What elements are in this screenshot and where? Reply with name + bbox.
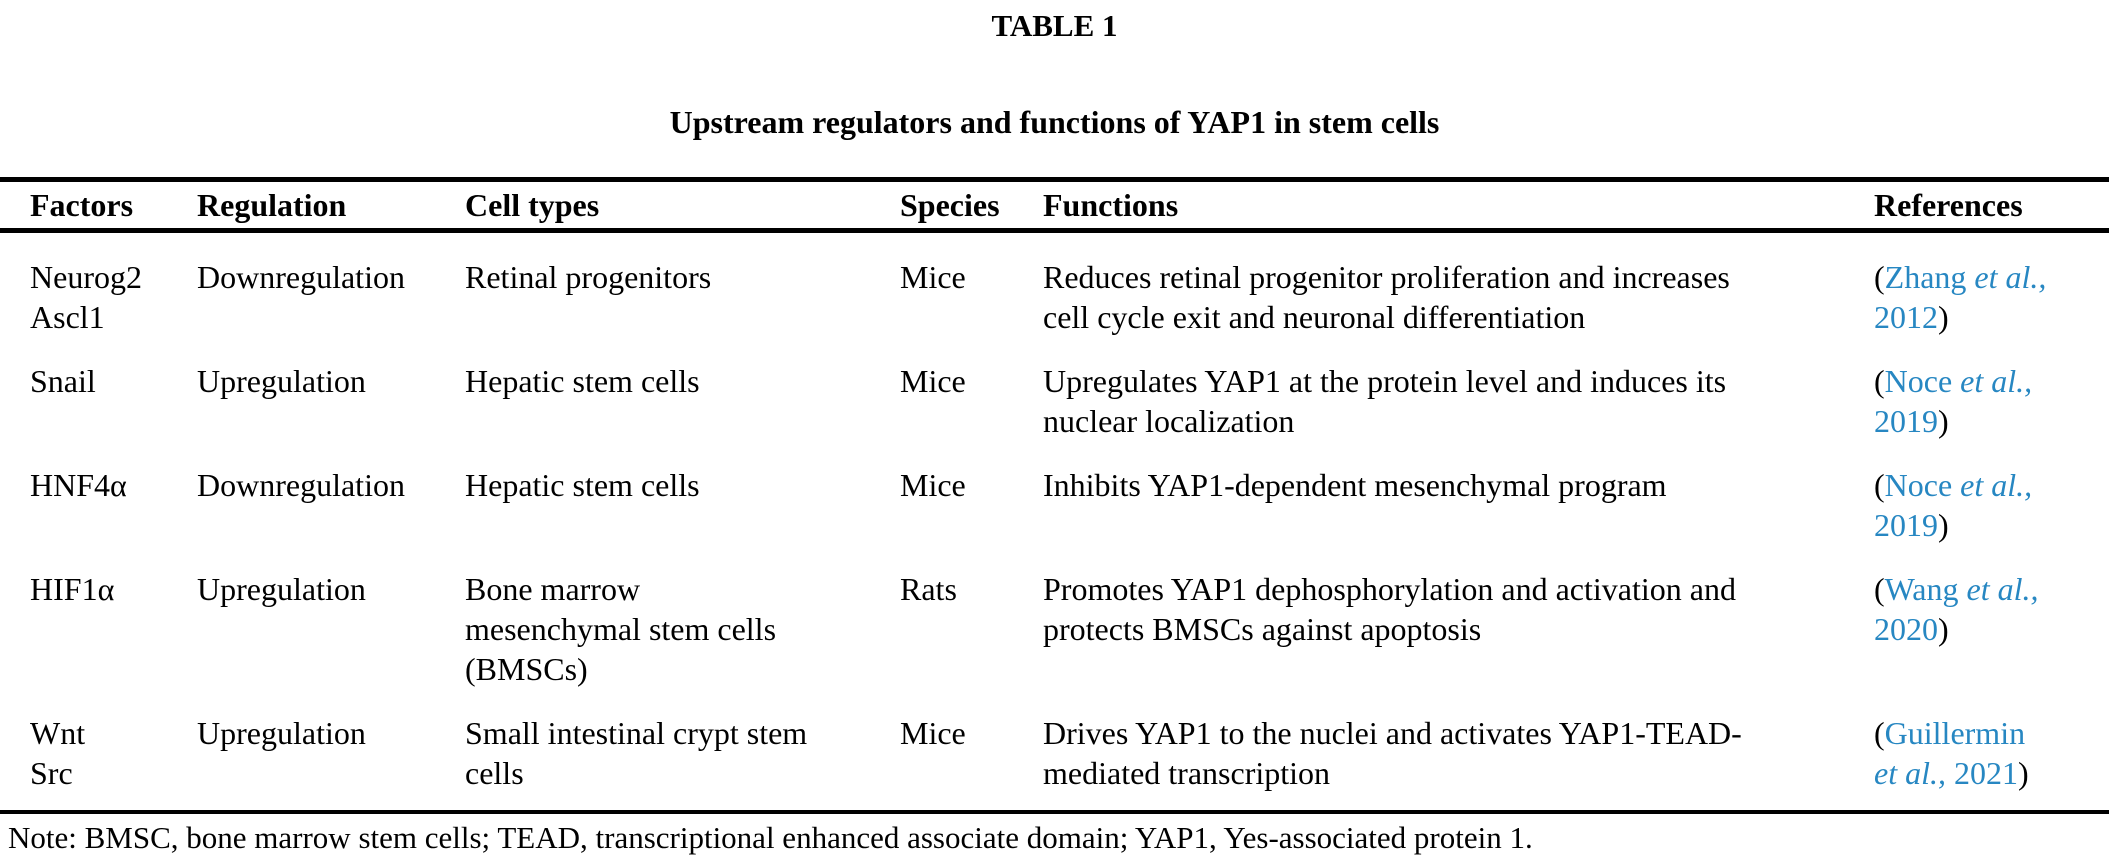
reference-year-link[interactable]: 2019	[1874, 403, 1938, 439]
table-body: Neurog2 Ascl1 Downregulation Retinal pro…	[0, 233, 2109, 793]
cell-functions: Promotes YAP1 dephosphorylation and acti…	[1043, 571, 1736, 647]
table-row-wnt-src: Wnt Src Upregulation Small intestinal cr…	[0, 689, 2109, 793]
reference-citation-link[interactable]: Guillermin	[1884, 715, 2026, 751]
column-header-cell-types: Cell types	[465, 187, 600, 223]
reference-etal[interactable]: et al.,	[1960, 467, 2033, 503]
cell-cell-types: Small intestinal crypt stem cells	[465, 715, 808, 791]
column-header-factors: Factors	[30, 187, 134, 223]
reference-close-paren: )	[1938, 507, 1949, 543]
cell-regulation: Downregulation	[197, 467, 405, 503]
cell-functions: Upregulates YAP1 at the protein level an…	[1043, 363, 1727, 439]
reference-open-paren: (	[1874, 467, 1885, 503]
cell-regulation: Upregulation	[197, 363, 366, 399]
reference-year-link[interactable]: 2021	[1945, 755, 2018, 791]
table-header-row: Factors Regulation Cell types Species Fu…	[0, 182, 2109, 228]
cell-reference: (Noce et al., 2019)	[1874, 465, 2089, 545]
reference-citation-link[interactable]: Noce	[1884, 363, 1961, 399]
cell-functions: Drives YAP1 to the nuclei and activates …	[1043, 715, 1742, 791]
cell-factors: HIF1α	[30, 571, 115, 607]
table-header-bottom-rule	[0, 228, 2109, 233]
reference-etal[interactable]: et al.,	[1974, 259, 2047, 295]
reference-citation-link[interactable]: Wang	[1884, 571, 1967, 607]
cell-factors: Neurog2 Ascl1	[30, 259, 142, 335]
cell-species: Mice	[900, 467, 966, 503]
table-row-snail: Snail Upregulation Hepatic stem cells Mi…	[0, 337, 2109, 441]
table-label: TABLE 1	[991, 8, 1118, 43]
table-top-rule	[0, 177, 2109, 182]
column-header-species: Species	[900, 187, 1000, 223]
table-note: Note: BMSC, bone marrow stem cells; TEAD…	[8, 820, 1533, 855]
reference-open-paren: (	[1874, 571, 1885, 607]
column-header-regulation: Regulation	[197, 187, 347, 223]
cell-factors: Snail	[30, 363, 96, 399]
cell-functions: Reduces retinal progenitor proliferation…	[1043, 259, 1730, 335]
reference-etal[interactable]: et al.,	[1960, 363, 2033, 399]
table-row-neurog2-ascl1: Neurog2 Ascl1 Downregulation Retinal pro…	[0, 233, 2109, 337]
table-row-hnf4a: HNF4α Downregulation Hepatic stem cells …	[0, 441, 2109, 545]
reference-citation-link[interactable]: Noce	[1884, 467, 1961, 503]
cell-cell-types: Hepatic stem cells	[465, 467, 700, 503]
reference-close-paren: )	[1938, 611, 1949, 647]
reference-open-paren: (	[1874, 363, 1885, 399]
cell-species: Mice	[900, 715, 966, 751]
table-title: Upstream regulators and functions of YAP…	[669, 104, 1440, 140]
reference-etal[interactable]: et al.,	[1966, 571, 2039, 607]
cell-functions: Inhibits YAP1-dependent mesenchymal prog…	[1043, 467, 1667, 503]
reference-close-paren: )	[1938, 299, 1949, 335]
cell-species: Mice	[900, 363, 966, 399]
reference-year-link[interactable]: 2012	[1874, 299, 1938, 335]
reference-etal-line2[interactable]: et al.,	[1874, 755, 1946, 791]
cell-species: Mice	[900, 259, 966, 295]
table-row-hif1a: HIF1α Upregulation Bone marrow mesenchym…	[0, 545, 2109, 689]
reference-open-paren: (	[1874, 259, 1885, 295]
column-header-references: References	[1874, 187, 2023, 223]
table-bottom-rule	[0, 810, 2109, 814]
cell-regulation: Upregulation	[197, 571, 366, 607]
cell-species: Rats	[900, 571, 957, 607]
reference-year-link[interactable]: 2020	[1874, 611, 1938, 647]
cell-cell-types: Bone marrow mesenchymal stem cells (BMSC…	[465, 571, 777, 687]
column-header-functions: Functions	[1043, 187, 1179, 223]
reference-year-link[interactable]: 2019	[1874, 507, 1938, 543]
cell-regulation: Downregulation	[197, 259, 405, 295]
reference-citation-link[interactable]: Zhang	[1884, 259, 1975, 295]
reference-close-paren: )	[1938, 403, 1949, 439]
reference-open-paren: (	[1874, 715, 1885, 751]
cell-reference: (Guillermin et al., 2021)	[1874, 713, 2089, 793]
cell-factors: HNF4α	[30, 467, 127, 503]
cell-reference: (Noce et al., 2019)	[1874, 361, 2089, 441]
cell-regulation: Upregulation	[197, 715, 366, 751]
cell-cell-types: Hepatic stem cells	[465, 363, 700, 399]
cell-reference: (Zhang et al., 2012)	[1874, 257, 2089, 337]
cell-factors: Wnt Src	[30, 715, 86, 791]
cell-cell-types: Retinal progenitors	[465, 259, 712, 295]
cell-reference: (Wang et al., 2020)	[1874, 569, 2089, 649]
reference-close-paren: )	[2017, 755, 2029, 791]
